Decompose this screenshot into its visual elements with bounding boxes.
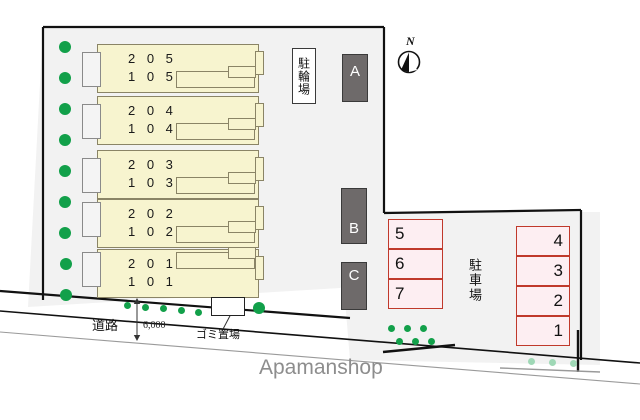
- unit-label-202-upper: 2 0 2: [128, 206, 177, 221]
- unit-projection-204: [255, 103, 264, 127]
- tree-dot: [253, 302, 265, 314]
- garbage-area-box[interactable]: [211, 297, 245, 316]
- grey-block-b[interactable]: B: [341, 188, 367, 244]
- parking-stall-1[interactable]: 1: [516, 316, 570, 346]
- tree-dot: [59, 103, 71, 115]
- tree-dot: [142, 304, 149, 311]
- unit-balcony-step-201: [228, 247, 256, 259]
- tree-dot: [412, 338, 419, 345]
- parking-stall-4[interactable]: 4: [516, 226, 570, 256]
- unit-porch-203: [82, 158, 101, 193]
- tree-dot: [60, 289, 72, 301]
- tree-dot: [60, 258, 72, 270]
- tree-dot: [404, 325, 411, 332]
- parking-stall-2[interactable]: 2: [516, 286, 570, 316]
- unit-balcony-step-202: [228, 221, 256, 233]
- tree-dot: [59, 165, 71, 177]
- tree-dot: [124, 302, 131, 309]
- unit-label-104-lower: 1 0 4: [128, 121, 177, 136]
- unit-balcony-step-204: [228, 118, 256, 130]
- unit-porch-204: [82, 104, 101, 139]
- unit-porch-201: [82, 252, 101, 287]
- car-parking-label: 駐車場: [466, 258, 481, 303]
- parking-stall-7[interactable]: 7: [388, 279, 443, 309]
- unit-porch-205: [82, 52, 101, 87]
- unit-label-102-lower: 1 0 2: [128, 224, 177, 239]
- tree-dot: [549, 359, 556, 366]
- tree-dot: [570, 360, 577, 367]
- tree-dot: [428, 338, 435, 345]
- tree-dot: [195, 309, 202, 316]
- tree-dot: [59, 196, 71, 208]
- unit-balcony-step-203: [228, 172, 256, 184]
- tree-dot: [388, 325, 395, 332]
- tree-dot: [178, 307, 185, 314]
- unit-projection-203: [255, 157, 264, 181]
- parking-stall-5[interactable]: 5: [388, 219, 443, 249]
- road-width-dimension: 6,000: [143, 320, 166, 331]
- unit-projection-205: [255, 51, 264, 75]
- unit-projection-202: [255, 206, 264, 230]
- tree-dot: [59, 134, 71, 146]
- bicycle-parking-block[interactable]: 駐輪場: [292, 48, 316, 104]
- grey-block-a[interactable]: A: [342, 54, 368, 102]
- watermark-apamanshop: Apamanshop: [259, 356, 383, 379]
- unit-label-101-lower: 1 0 1: [128, 274, 177, 289]
- unit-label-204-upper: 2 0 4: [128, 103, 177, 118]
- unit-label-201-upper: 2 0 1: [128, 256, 177, 271]
- road-label: 道路: [92, 319, 119, 334]
- tree-dot: [420, 325, 427, 332]
- tree-dot: [160, 305, 167, 312]
- unit-label-103-lower: 1 0 3: [128, 175, 177, 190]
- parking-stall-3[interactable]: 3: [516, 256, 570, 286]
- tree-dot: [528, 358, 535, 365]
- tree-dot: [59, 72, 71, 84]
- compass-north-label: N: [406, 34, 415, 48]
- garbage-area-label: ゴミ置場: [196, 328, 240, 341]
- unit-porch-202: [82, 202, 101, 237]
- tree-dot: [59, 227, 71, 239]
- tree-dot: [59, 41, 71, 53]
- unit-projection-201: [255, 256, 264, 280]
- unit-label-105-lower: 1 0 5: [128, 69, 177, 84]
- grey-block-c[interactable]: C: [341, 262, 367, 310]
- parking-stall-6[interactable]: 6: [388, 249, 443, 279]
- unit-label-205-upper: 2 0 5: [128, 51, 177, 66]
- unit-balcony-step-205: [228, 66, 256, 78]
- tree-dot: [396, 338, 403, 345]
- unit-label-203-upper: 2 0 3: [128, 157, 177, 172]
